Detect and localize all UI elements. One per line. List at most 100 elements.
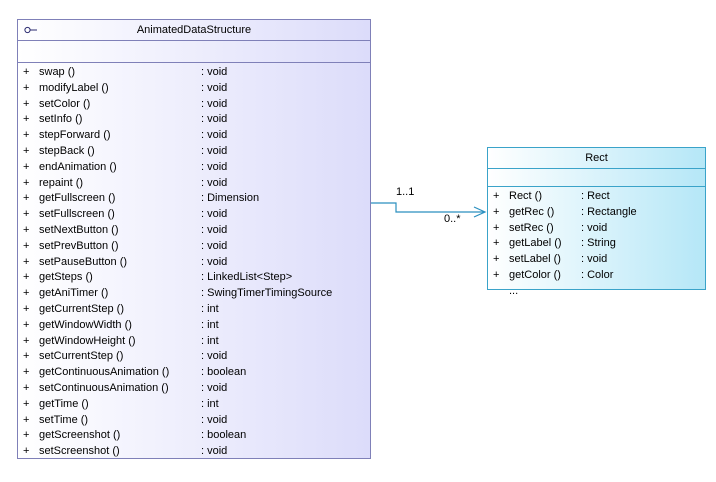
operation-return-type: : void [201,445,228,458]
operation-visibility: + [23,192,30,205]
operation-return-type: : void [201,129,228,142]
operation-name: getWindowHeight () [39,334,136,347]
operation-row[interactable]: +Rect (): Rect [488,189,705,205]
operation-visibility: + [23,445,30,458]
class-rect[interactable]: Rect +Rect (): Rect+getRec (): Rectangle… [487,147,706,297]
operation-return-type: : Rectangle [581,205,637,218]
operation-name: getTime () [39,397,89,410]
operation-return-type: : Rect [581,190,610,202]
operation-visibility: + [23,350,30,363]
operation-return-type: : void [201,176,228,189]
attributes-compartment [488,169,705,187]
operation-row[interactable]: +setLabel (): void [488,252,705,268]
operation-row[interactable]: +setScreenshot (): void [18,444,370,460]
operation-name: getCurrentStep () [39,302,124,315]
operation-visibility: + [23,429,30,442]
operation-row[interactable]: +swap (): void [18,65,370,81]
operation-row[interactable]: + getRec () : Rectangle [488,205,705,221]
operation-name: getFullscreen () [39,192,116,205]
operation-return-type: : SwingTimerTimingSource [201,287,333,300]
operation-return-type: : void [201,223,228,236]
operation-return-type: : int [201,318,219,331]
operation-name: getColor () [509,268,561,281]
operation-name: getContinuousAnimation () [39,366,170,379]
operation-name: getLabel () [509,237,562,250]
operation-return-type: : void [201,350,228,363]
operation-row[interactable]: + setCurrentStep () : void [18,349,370,365]
operation-return-type: : int [201,302,219,315]
operation-row[interactable]: + setTime () : void [18,413,370,429]
operation-visibility: + [23,113,30,126]
source-multiplicity: 1..1 [396,186,415,198]
operation-row[interactable]: +getCurrentStep (): int [18,302,370,318]
operation-name: setPrevButton () [39,239,119,252]
operation-row[interactable]: +stepBack (): void [18,144,370,160]
operation-row[interactable]: +getWindowWidth (): int [18,318,370,334]
operation-name: stepForward () [39,129,111,142]
operation-return-type: : String [581,237,616,250]
operation-return-type: : int [201,397,219,410]
operation-name: setInfo () [39,113,83,126]
operations-compartment: +Rect (): Rect+getRec (): Rectangle+setR… [488,187,705,300]
operation-row[interactable]: +getScreenshot (): boolean [18,428,370,444]
operation-row[interactable]: +getContinuousAnimation (): boolean [18,365,370,381]
operation-name: setContinuousAnimation () [39,381,169,394]
more-operations-row: ... [488,284,705,300]
operation-return-type: : LinkedList<Step> [201,271,293,284]
class-animated-data-structure[interactable]: AnimatedDataStructure +swap (): void+mod… [17,19,371,459]
operation-row[interactable]: +setNextButton (): void [18,223,370,239]
operation-visibility: + [23,366,30,379]
operation-name: getRec () [509,205,555,218]
operation-row[interactable]: + setInfo () : void [18,112,370,128]
operation-return-type: : Dimension [201,192,260,205]
operation-name: getWindowWidth () [39,318,132,331]
operation-visibility: + [493,237,500,250]
operation-row[interactable]: +setPauseButton (): void [18,255,370,271]
operation-visibility: + [23,397,30,410]
operation-row[interactable]: +getSteps (): LinkedList<Step> [18,270,370,286]
class-header: Rect [488,148,705,169]
operation-return-type: : void [201,113,228,126]
operation-name: setTime () [39,413,89,426]
class-header: AnimatedDataStructure [18,20,370,41]
operation-visibility: + [23,208,30,221]
operation-return-type: : void [201,239,228,252]
operation-row[interactable]: +stepForward (): void [18,128,370,144]
operation-visibility: + [23,413,30,426]
operation-row[interactable]: + getTime () : int [18,397,370,413]
operation-return-type: : void [201,66,228,78]
operation-row[interactable]: +setRec (): void [488,221,705,237]
operation-return-type: : void [201,413,228,426]
operation-return-type: : void [201,144,228,157]
operation-visibility: + [493,205,500,218]
operation-row[interactable]: +modifyLabel (): void [18,81,370,97]
operation-row[interactable]: +setColor (): void [18,97,370,113]
operation-name: setCurrentStep () [39,350,124,363]
operation-row[interactable]: +getWindowHeight (): int [18,334,370,350]
operation-visibility: + [23,223,30,236]
operation-row[interactable]: +getAniTimer (): SwingTimerTimingSource [18,286,370,302]
operation-name: setRec () [509,221,554,234]
operation-visibility: + [493,221,500,234]
operations-compartment: +swap (): void+modifyLabel (): void+setC… [18,63,370,460]
operation-name: setColor () [39,97,91,110]
operation-row[interactable]: +repaint (): void [18,176,370,192]
operation-row[interactable]: + getLabel () : String [488,236,705,252]
operation-visibility: + [493,253,500,266]
operation-return-type: : void [201,160,228,173]
operation-row[interactable]: +setPrevButton (): void [18,239,370,255]
operation-row[interactable]: + getFullscreen () : Dimension [18,191,370,207]
target-multiplicity: 0..* [444,213,461,225]
operation-row[interactable]: +setContinuousAnimation (): void [18,381,370,397]
interface-lollipop-icon [24,26,37,34]
operation-visibility: + [23,271,30,284]
operation-row[interactable]: +endAnimation (): void [18,160,370,176]
more-operations-ellipsis: ... [509,284,519,297]
operation-row[interactable]: +getColor (): Color [488,268,705,284]
operation-visibility: + [23,334,30,347]
class-name: Rect [585,152,608,164]
operation-visibility: + [23,81,30,94]
operation-visibility: + [493,190,500,202]
operation-row[interactable]: +setFullscreen (): void [18,207,370,223]
